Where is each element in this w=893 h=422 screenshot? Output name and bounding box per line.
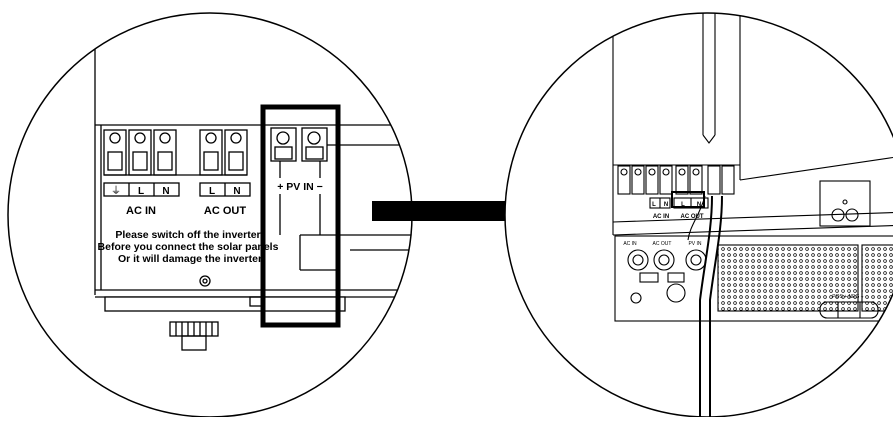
left-detail-view: ⏚ L N L N AC IN AC OUT + PV IN − Please … — [7, 12, 413, 418]
terminal-ac-in-n — [153, 129, 177, 176]
ac-in-socket — [627, 249, 649, 271]
right-terminal-l-1: L — [681, 202, 685, 208]
ground-label: ⏚ — [111, 185, 121, 197]
ac-out-l-label: L — [209, 186, 215, 197]
terminal-ac-out-l — [199, 129, 223, 176]
ac-terminal-block — [103, 129, 251, 197]
ac-out-n-label: N — [233, 186, 240, 197]
pv-in-label: + PV IN − — [277, 181, 323, 193]
terminal-ground — [103, 129, 127, 176]
right-detail-view: L N L N AC IN AC OUT AC IN AC OUT PV IN … — [504, 12, 893, 418]
right-side-plug — [819, 180, 871, 227]
rear-panel — [614, 235, 893, 322]
port-label-ac-out: AC OUT — [653, 241, 672, 247]
warning-line-2: Before you connect the solar panels — [98, 241, 279, 253]
terminal-ac-out-n — [224, 129, 248, 176]
dc-terminal-label: POS + NEG − — [832, 294, 863, 300]
terminal-ac-in-l — [128, 129, 152, 176]
pv-highlight-frame-right — [671, 191, 705, 208]
right-ac-in-label: AC IN — [653, 214, 669, 220]
right-terminal-l-2: L — [652, 202, 656, 208]
pv-highlight-frame — [260, 104, 341, 328]
ac-in-l-label: L — [138, 186, 144, 197]
ac-out-socket — [653, 249, 675, 271]
ac-in-label: AC IN — [126, 205, 156, 217]
right-ac-out-label: AC OUT — [681, 214, 704, 220]
ac-out-label: AC OUT — [204, 205, 246, 217]
port-label-pv-in: PV IN — [688, 241, 701, 247]
port-label-ac-in: AC IN — [623, 241, 637, 247]
ac-in-n-label: N — [162, 186, 169, 197]
right-terminal-n-1: N — [697, 202, 701, 208]
warning-line-1: Please switch off the inverter — [115, 229, 260, 241]
warning-line-3: Or it will damage the inverter — [118, 253, 262, 265]
vent-grille — [717, 244, 859, 312]
pv-terminal-block — [270, 127, 328, 235]
right-terminal-n-2: N — [664, 202, 668, 208]
